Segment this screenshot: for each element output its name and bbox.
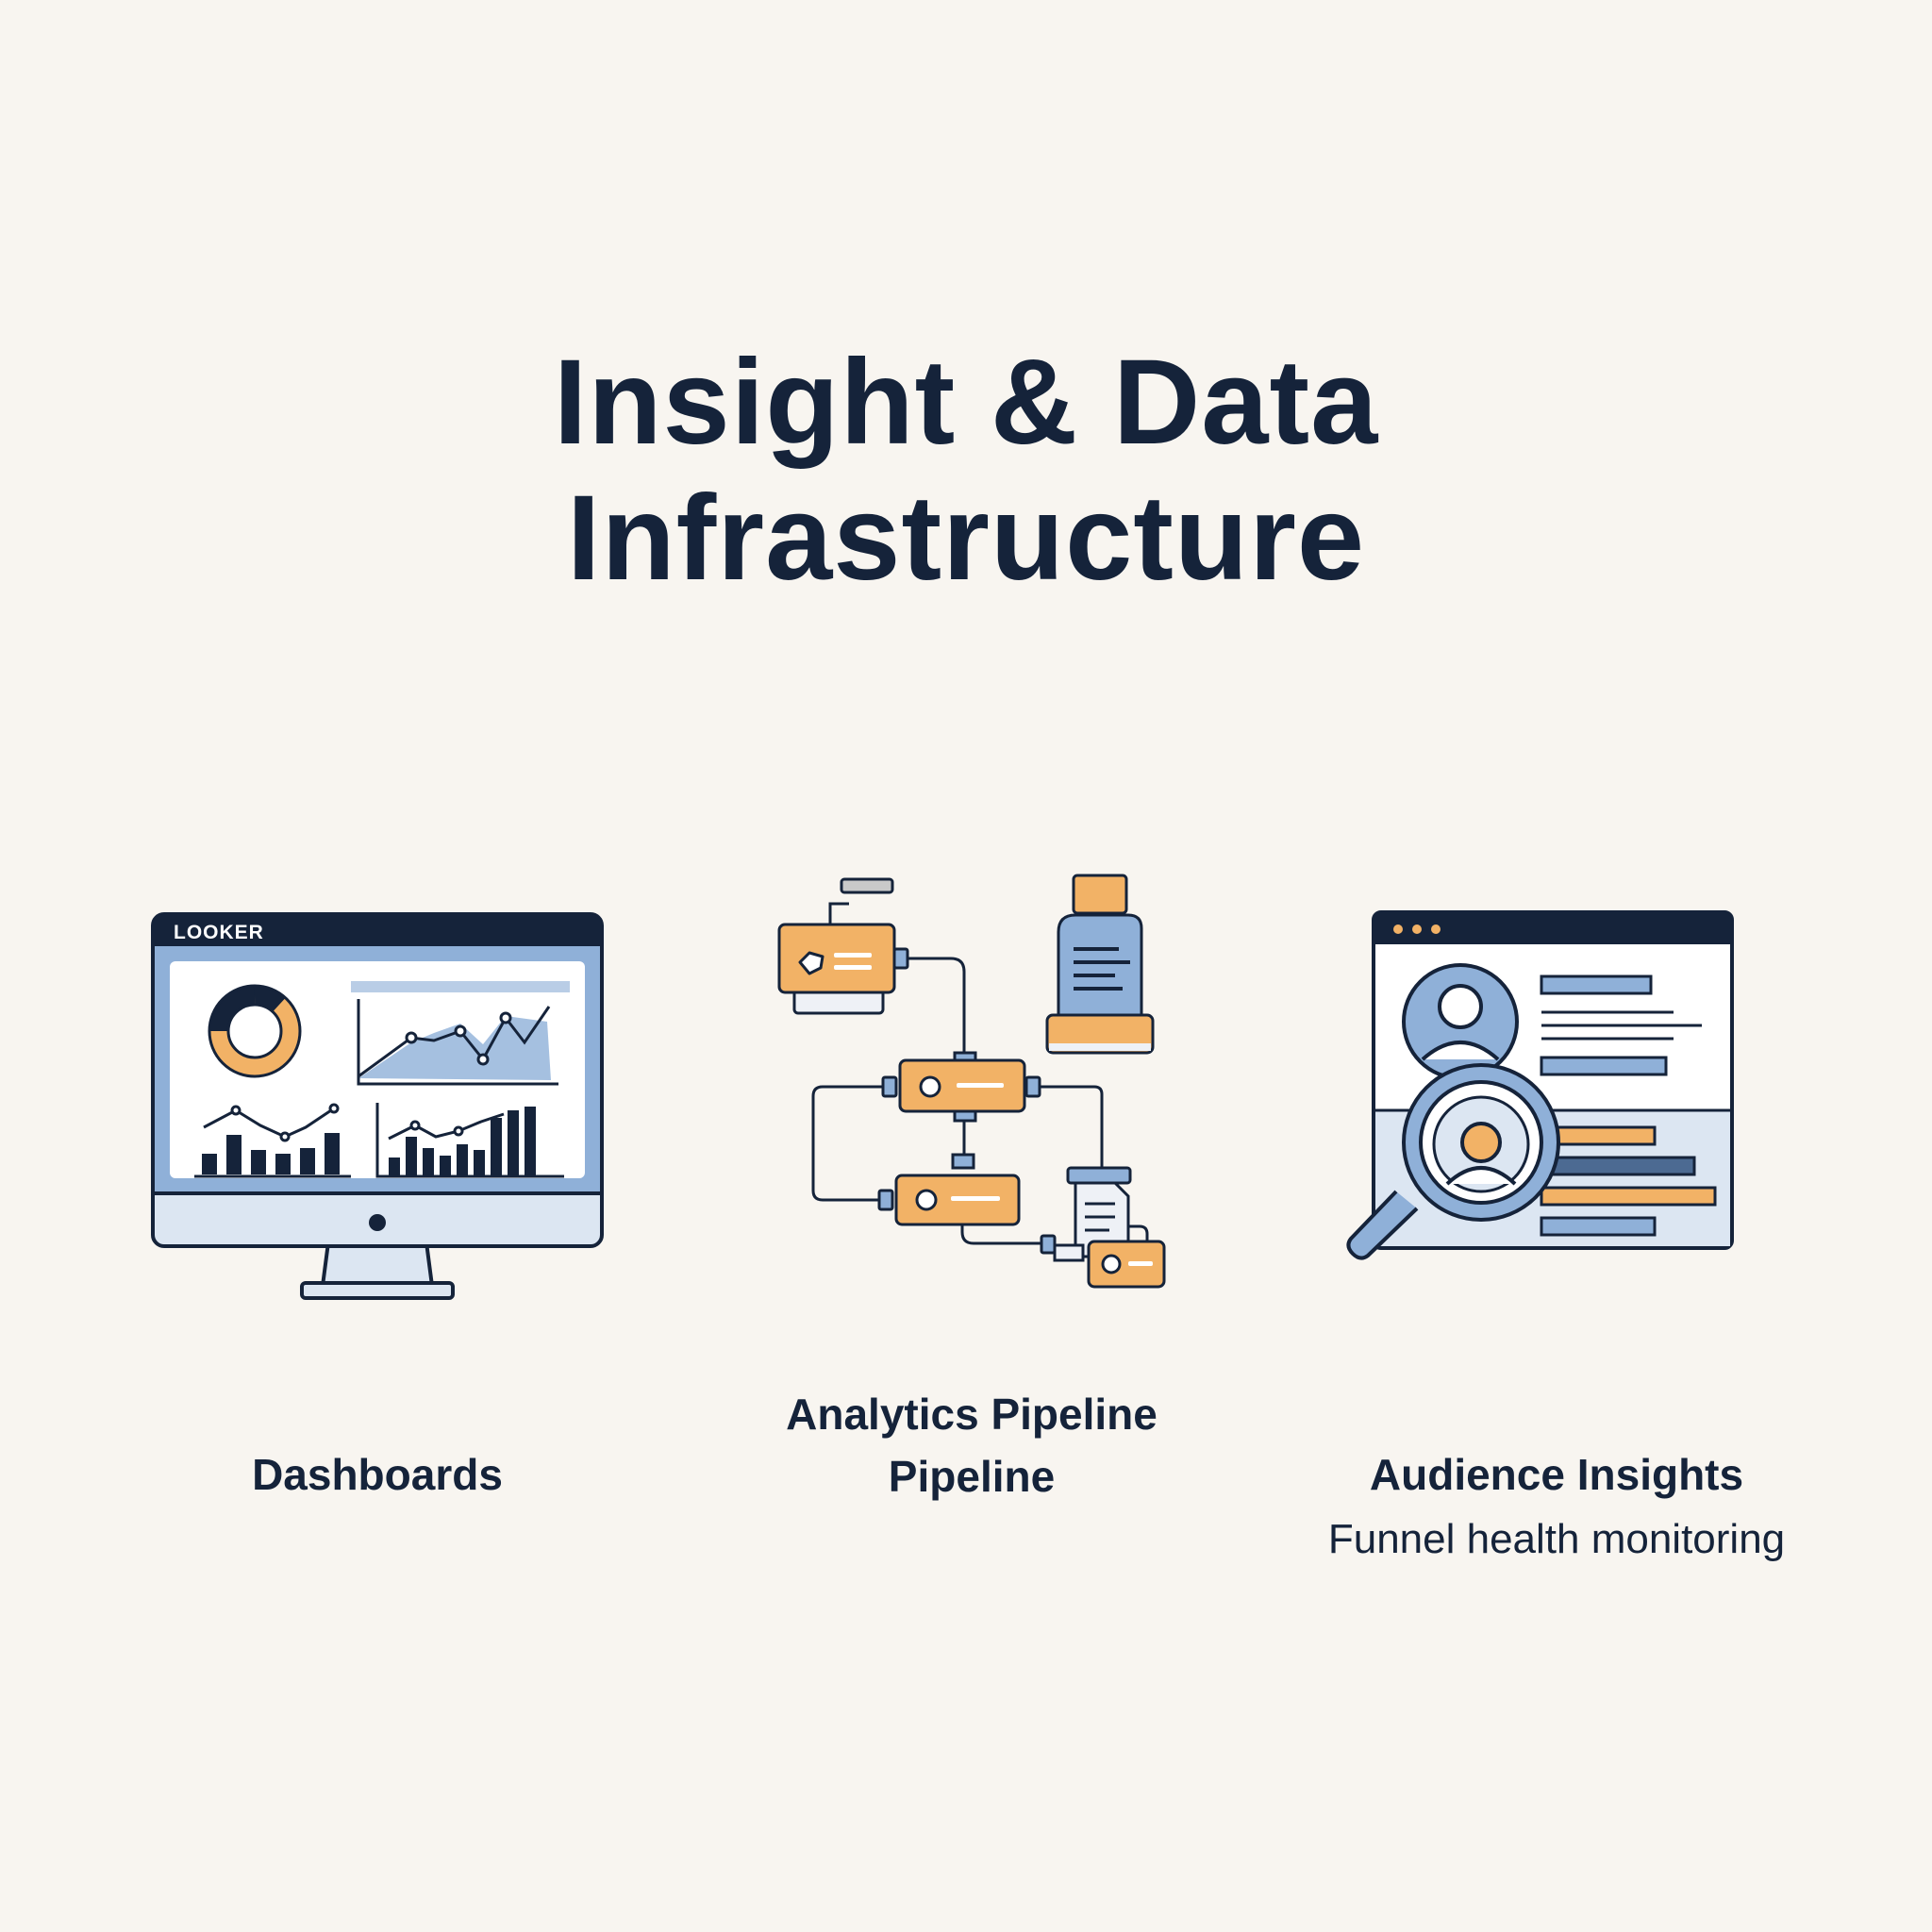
card-sublabel-audience: Funnel health monitoring <box>1327 1516 1786 1562</box>
magnifier-icon <box>1346 1063 1560 1260</box>
data-store-icon <box>1045 874 1155 1055</box>
card-label-pipeline-line-2: Pipeline <box>888 1452 1056 1501</box>
card-label-dashboards: Dashboards <box>252 1450 503 1499</box>
audience-magnifier-icon <box>1346 910 1734 1260</box>
output-module-icon <box>1040 1166 1166 1289</box>
screen-brand-text: LOOKER <box>174 922 264 943</box>
card-label-pipeline-line-1: Analytics Pipeline <box>786 1390 1158 1439</box>
profile-avatar-icon <box>1402 963 1519 1080</box>
source-module-icon <box>777 923 909 1015</box>
page-title: Insight & Data Infrastructure <box>0 335 1932 607</box>
page-title-line-2: Infrastructure <box>566 471 1366 606</box>
card-label-audience: Audience Insights <box>1369 1450 1744 1499</box>
load-module-icon <box>877 1153 1021 1226</box>
bar-chart-left-icon <box>194 1103 351 1178</box>
monitor-dashboard-icon: LOOKER <box>151 912 604 1300</box>
transform-module-icon <box>881 1051 1041 1123</box>
donut-chart-icon <box>208 984 302 1078</box>
pipeline-icon <box>777 874 1166 1289</box>
bar-chart-right-icon <box>375 1103 564 1178</box>
line-chart-icon <box>357 999 558 1086</box>
page-title-line-1: Insight & Data <box>553 335 1379 470</box>
card-label-pipeline: Analytics Pipeline Pipeline <box>698 1383 1245 1507</box>
